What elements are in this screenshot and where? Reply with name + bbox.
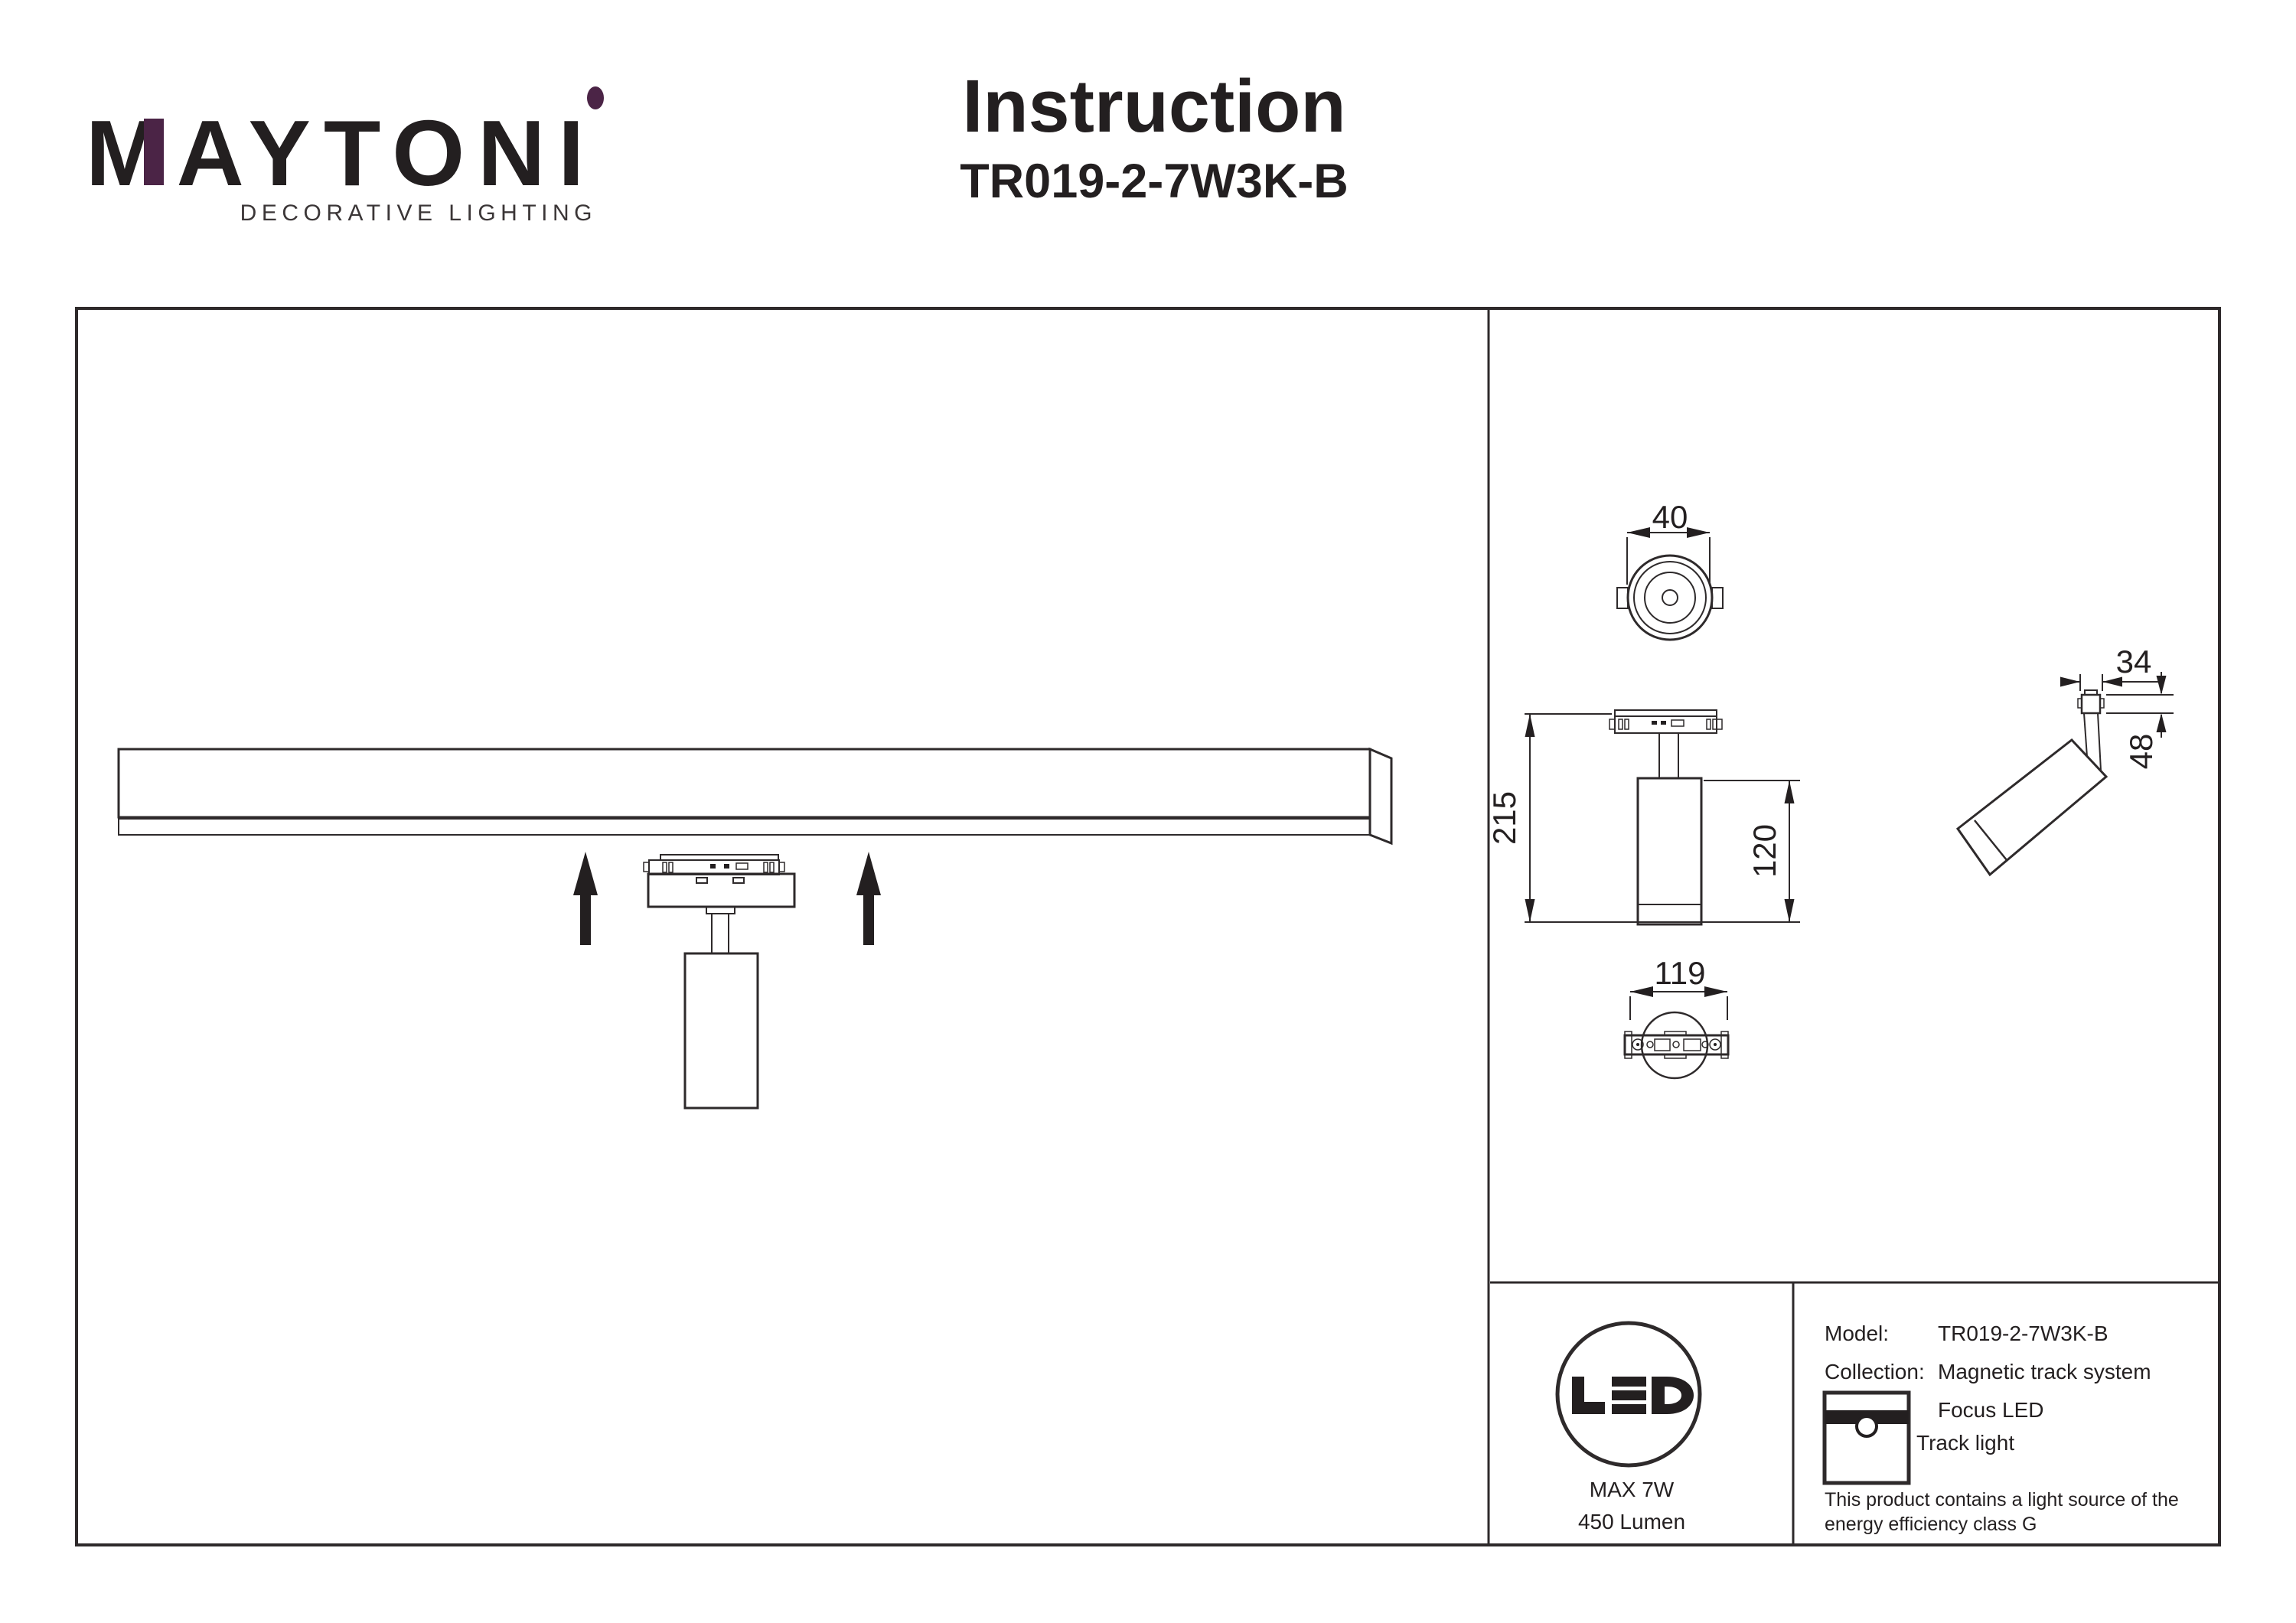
max-power-label: MAX 7W [1590, 1478, 1675, 1501]
model-label: Model: [1825, 1322, 1889, 1345]
energy-note-line1: This product contains a light source of … [1825, 1489, 2179, 1511]
installation-diagram [117, 747, 1393, 1110]
product-spec-cell: Model: TR019-2-7W3K-B Collection: Magnet… [1822, 1322, 2179, 1535]
front-view: 215 120 [1486, 709, 1800, 926]
dim-215-label: 215 [1486, 791, 1522, 845]
model-value: TR019-2-7W3K-B [1938, 1322, 2108, 1345]
brand-wordmark: MAYTONI [86, 101, 597, 205]
track-rail [117, 747, 1393, 846]
title-text: Instruction [962, 64, 1345, 148]
track-rail-end-cap [1368, 747, 1393, 846]
track-light-fixture [643, 854, 796, 1110]
brand-logo: MAYTONI DECORATIVE LIGHTING [86, 86, 613, 226]
dim-34-label: 34 [2116, 644, 2152, 680]
lumen-label: 450 Lumen [1578, 1510, 1685, 1533]
dim-48-label: 48 [2123, 734, 2159, 770]
brand-tagline: DECORATIVE LIGHTING [240, 200, 597, 226]
arrow-up-left-icon [573, 852, 598, 945]
brand-i-dot [587, 86, 604, 109]
arrow-up-right-icon [856, 852, 881, 945]
dim-40-label: 40 [1652, 499, 1688, 535]
product-type-line2: Track light [1916, 1431, 2014, 1455]
side-view: 34 48 [1955, 644, 2174, 877]
dim-119-label: 119 [1655, 955, 1706, 991]
brand-m-purple-stem [144, 119, 164, 185]
track-light-icon [1822, 1390, 1911, 1485]
title-model-number: TR019-2-7W3K-B [960, 155, 1349, 208]
product-type-line1: Focus LED [1938, 1398, 2044, 1422]
page-title: Instruction TR019-2-7W3K-B [960, 64, 1349, 208]
bottom-view: 119 [1623, 955, 1730, 1080]
dim-120-label: 120 [1746, 824, 1782, 878]
main-frame [75, 307, 2221, 1546]
collection-value: Magnetic track system [1938, 1360, 2151, 1383]
collection-label: Collection: [1825, 1360, 1925, 1383]
energy-note-line2: energy efficiency class G [1825, 1514, 2037, 1535]
led-spec-cell: LED MAX 7W 450 Lumen [1555, 1321, 1702, 1533]
top-view: 40 [1616, 499, 1724, 641]
led-logo: LED [1555, 1321, 1702, 1468]
